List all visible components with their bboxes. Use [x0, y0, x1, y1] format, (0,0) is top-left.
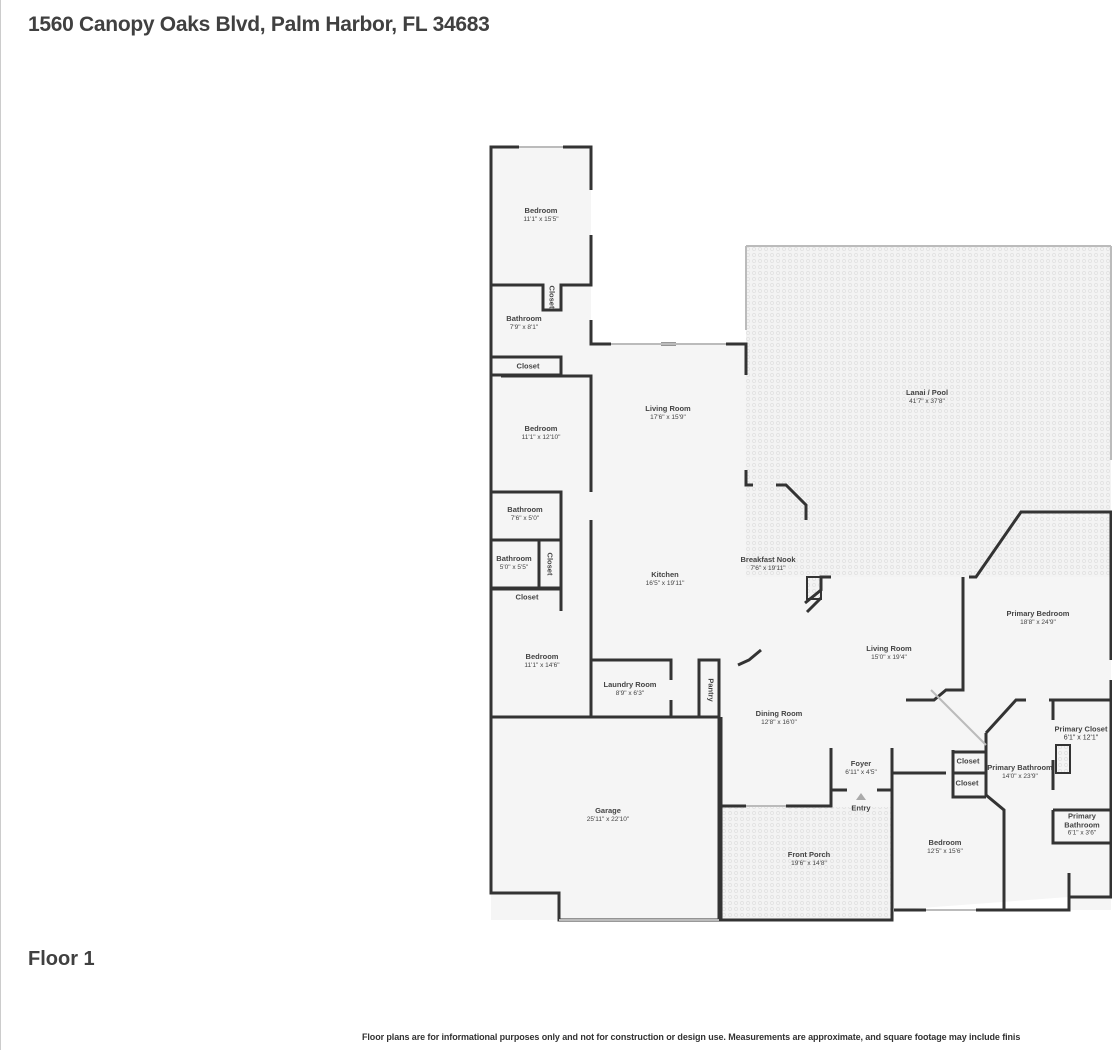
room-name: Front Porch: [787, 849, 831, 859]
room-name: Closet: [547, 285, 557, 309]
room-name: Living Room: [866, 643, 912, 653]
room-entry: Entry: [851, 803, 871, 814]
room-name: Foyer: [850, 758, 872, 768]
room-name: Closet: [545, 552, 555, 576]
room-dims: 14'0" x 23'9": [1002, 772, 1038, 780]
room-dims: 16'5" x 19'11": [645, 579, 685, 587]
room-dims: 6'11" x 4'5": [845, 768, 877, 776]
room-name: Kitchen: [651, 569, 679, 579]
room-dims: 15'0" x 19'4": [871, 653, 907, 661]
room-dims: 12'5" x 15'6": [927, 847, 963, 855]
windows: [519, 146, 1112, 921]
room-name: Bathroom: [496, 553, 532, 563]
room-dims: 41'7" x 37'8": [909, 397, 945, 405]
room-dims: 11'1" x 14'6": [524, 661, 560, 669]
room-name: Laundry Room: [603, 679, 657, 689]
room-dims: 19'6" x 14'8": [791, 859, 827, 867]
room-name: Primary Bathroom: [987, 762, 1053, 772]
room-name: Bathroom: [507, 504, 543, 514]
disclaimer: Floor plans are for informational purpos…: [362, 1032, 1021, 1042]
room-name: Primary Closet: [1054, 724, 1108, 734]
room-name: Closet: [955, 778, 979, 788]
room-dims: 7'9" x 8'1": [509, 323, 539, 331]
room-name: Bedroom: [928, 837, 962, 847]
property-address: 1560 Canopy Oaks Blvd, Palm Harbor, FL 3…: [28, 13, 490, 36]
room-name: Living Room: [645, 403, 691, 413]
room-name: Bedroom: [524, 423, 558, 433]
room-dims: 8'9" x 6'3": [615, 689, 645, 697]
front-porch-floor: [722, 807, 892, 920]
floor-label: Floor 1: [28, 948, 95, 970]
room-name: Dining Room: [755, 708, 803, 718]
room-dims: 12'8" x 16'0": [761, 718, 797, 726]
lanai-floor-lower: [806, 460, 1111, 577]
room-name: Garage: [595, 805, 621, 815]
room-name: Entry: [851, 803, 871, 813]
room-name: Closet: [956, 756, 980, 766]
room-dims: 25'11" x 22'10": [586, 815, 630, 823]
room-closet-5: Closet: [956, 756, 980, 767]
room-dims: 6'1" x 3'6": [1067, 829, 1097, 837]
room-dims: 5'0" x 5'5": [499, 563, 529, 571]
room-dims: 11'1" x 12'10": [521, 433, 561, 441]
room-pantry: Pantry: [706, 678, 715, 701]
room-name: Bathroom: [506, 313, 542, 323]
room-name: Breakfast Nook: [740, 554, 796, 564]
room-name: Closet: [516, 361, 540, 371]
room-name: Bedroom: [525, 651, 559, 661]
room-name: Bedroom: [524, 205, 558, 215]
room-name: Lanai / Pool: [905, 387, 949, 397]
room-dims: 11'1" x 15'5": [523, 215, 559, 223]
walls: [489, 145, 1112, 922]
room-closet-1: Closet: [547, 286, 556, 309]
room-dims: 7'6" x 19'11": [750, 564, 786, 572]
room-name: Primary Bedroom: [1006, 608, 1070, 618]
room-name: Primary Bathroom: [1064, 811, 1100, 830]
room-name: Closet: [515, 592, 539, 602]
room-closet-2: Closet: [516, 361, 540, 372]
room-dims: 17'6" x 15'9": [650, 413, 686, 421]
room-closet-3: Closet: [545, 553, 554, 576]
closet-hatch: [1055, 744, 1071, 774]
room-dims: 7'6" x 5'0": [510, 514, 540, 522]
room-closet-4: Closet: [515, 592, 539, 603]
room-closet-6: Closet: [955, 778, 979, 789]
room-dims: 18'8" x 24'9": [1020, 618, 1056, 626]
room-name: Pantry: [706, 678, 716, 702]
entry-arrow-icon: [856, 793, 866, 800]
room-dims: 6'1" x 12'1": [1063, 734, 1099, 742]
